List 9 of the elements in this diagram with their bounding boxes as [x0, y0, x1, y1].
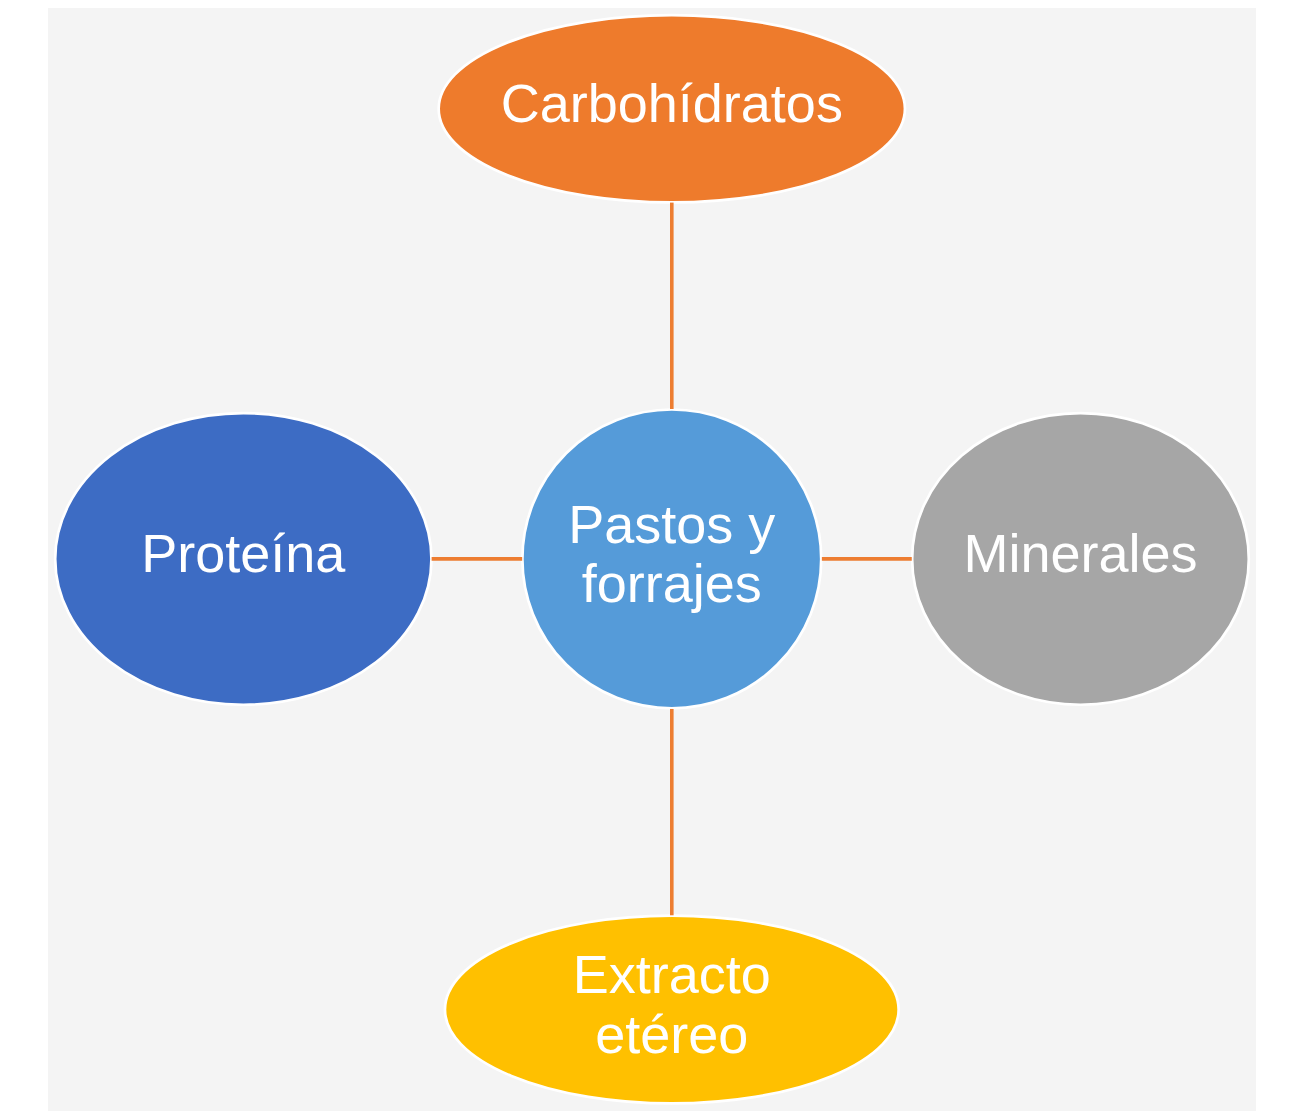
node-ellipse: Carbohídratos — [436, 13, 906, 204]
connector — [431, 557, 522, 561]
connector — [821, 557, 912, 561]
connector — [669, 202, 674, 409]
node-circle: Pastos y forrajes — [520, 408, 823, 710]
node-ellipse: Extracto etéreo — [443, 914, 900, 1105]
node-ellipse: Proteína — [53, 411, 433, 707]
node-ellipse: Minerales — [910, 411, 1250, 707]
connector — [669, 708, 674, 916]
